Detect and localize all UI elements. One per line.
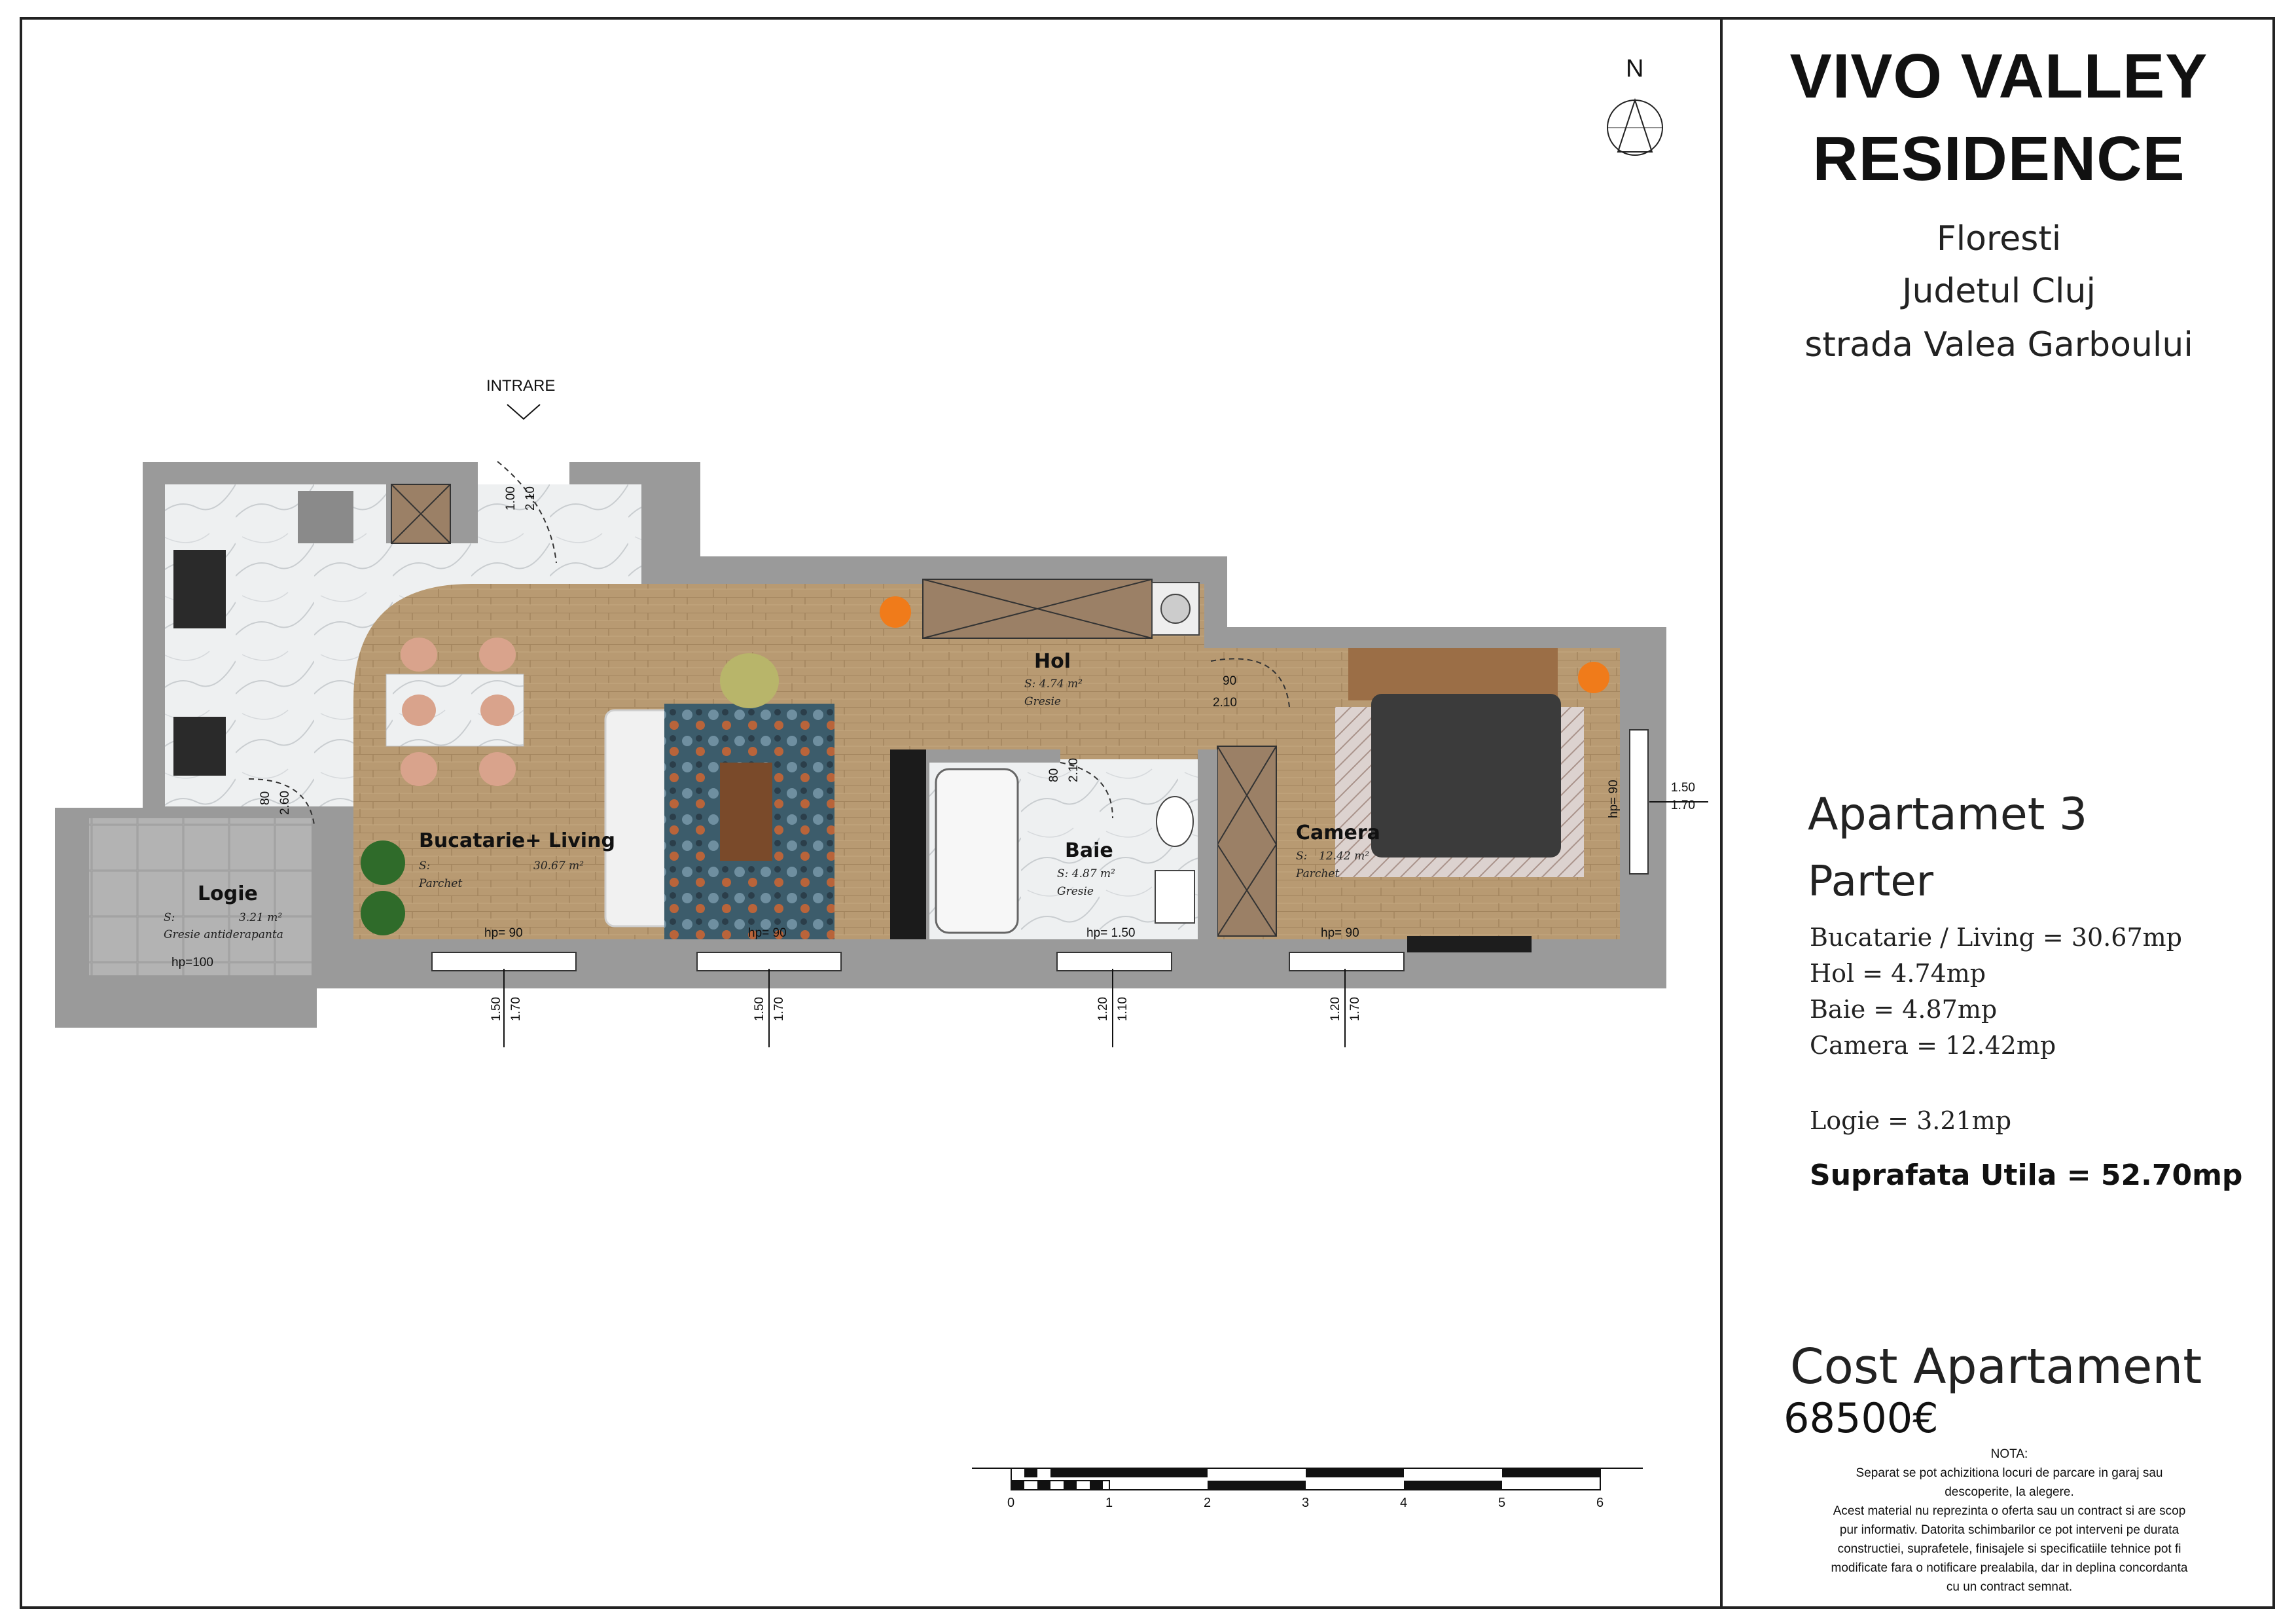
room-living-floor: Parchet (419, 877, 463, 890)
room-logie-s: S: (164, 911, 175, 924)
area-living: Bucatarie / Living = 30.67mp (1810, 923, 2182, 952)
scale-tick-4: 4 (1400, 1496, 1408, 1510)
nota-line-2: descoperite, la alegere. (1945, 1485, 2074, 1499)
room-camera-name: Camera (1296, 821, 1380, 844)
room-logie-name: Logie (198, 882, 258, 905)
apartment-name: Apartamet 3 (1808, 789, 2088, 840)
hp-label-2: hp= 90 (748, 926, 787, 940)
scale-tick-0: 0 (1007, 1496, 1015, 1510)
dim-win2-h: 1.70 (772, 997, 786, 1021)
scale-tick-2: 2 (1204, 1496, 1211, 1510)
dim-logie-w: 80 (259, 791, 272, 805)
area-camera: Camera = 12.42mp (1810, 1031, 2056, 1060)
entrance-label: INTRARE (486, 377, 556, 395)
dim-win1-w: 1.50 (490, 997, 503, 1021)
nota-line-6: modificate fara o notificare prealabila,… (1831, 1561, 2188, 1575)
room-camera-floor: Parchet (1296, 867, 1340, 880)
drawing-frame (20, 17, 2275, 1609)
dim-camera-w: 90 (1223, 674, 1237, 688)
nota-block: NOTA: Separat se pot achizitiona locuri … (1780, 1445, 2238, 1597)
room-logie-floor: Gresie antiderapanta (164, 928, 283, 941)
scale-tick-6: 6 (1596, 1496, 1604, 1510)
scale-tick-3: 3 (1302, 1496, 1310, 1510)
nota-heading: NOTA: (1990, 1447, 2028, 1461)
address-city: Floresti (1936, 219, 2062, 259)
nota-line-5: constructiei, suprafetele, finisajele si… (1837, 1542, 2181, 1556)
dim-win4-w: 1.20 (1329, 997, 1342, 1021)
area-total: Suprafata Utila = 52.70mp (1810, 1159, 2243, 1192)
dim-win3-h: 1.10 (1116, 997, 1130, 1021)
dim-camera-h: 2.10 (1213, 696, 1237, 710)
room-hol-floor: Gresie (1024, 695, 1061, 708)
dim-win-right-w: 1.50 (1671, 781, 1695, 795)
nota-line-7: cu un contract semnat. (1946, 1580, 2073, 1594)
title-block-divider (1720, 17, 1723, 1609)
address-county: Judetul Cluj (1902, 272, 2096, 311)
project-title-line2: RESIDENCE (1812, 124, 2185, 194)
hp-label-4: hp= 90 (1321, 926, 1359, 940)
dim-win-right-h: 1.70 (1671, 799, 1695, 812)
area-baie: Baie = 4.87mp (1810, 995, 1998, 1024)
floor-plan (55, 98, 1708, 1490)
nota-line-4: pur informativ. Datorita schimbarilor ce… (1839, 1523, 2179, 1537)
nota-line-1: Separat se pot achizitiona locuri de par… (1856, 1466, 2163, 1480)
project-title-line1: VIVO VALLEY (1789, 41, 2208, 111)
dim-baie-h: 2.10 (1067, 758, 1081, 782)
room-camera-area: 12.42 m² (1319, 850, 1370, 863)
room-hol-name: Hol (1034, 650, 1071, 673)
dim-win2-w: 1.50 (753, 997, 766, 1021)
cost-value: 68500€ (1784, 1394, 1939, 1442)
dim-logie-h: 2.60 (278, 791, 292, 815)
apartment-level: Parter (1808, 857, 1934, 906)
hp-label-1: hp= 90 (484, 926, 523, 940)
dim-entry-h: 2.10 (524, 486, 537, 511)
hp-label-5: hp= 90 (1607, 780, 1621, 818)
hp-label-3: hp= 1.50 (1086, 926, 1136, 940)
room-logie-area: 3.21 m² (239, 911, 283, 924)
dim-baie-w: 80 (1047, 768, 1061, 782)
room-baie-area: S: 4.87 m² (1057, 867, 1115, 880)
room-hol-area: S: 4.74 m² (1024, 677, 1083, 691)
address-street: strada Valea Garboului (1804, 325, 2193, 365)
nota-line-3: Acest material nu reprezinta o oferta sa… (1833, 1504, 2186, 1518)
scale-tick-1: 1 (1105, 1496, 1113, 1510)
scale-tick-5: 5 (1498, 1496, 1506, 1510)
dim-entry-w: 1.00 (504, 486, 518, 511)
dim-win1-h: 1.70 (509, 997, 523, 1021)
room-living-name: Bucatarie+ Living (419, 829, 615, 852)
cost-label: Cost Apartament (1790, 1339, 2202, 1395)
compass-label: N (1626, 55, 1644, 82)
dim-win3-w: 1.20 (1096, 997, 1110, 1021)
room-living-area: 30.67 m² (533, 859, 584, 873)
area-logie: Logie = 3.21mp (1810, 1106, 2012, 1135)
room-camera-s: S: (1296, 850, 1308, 863)
room-baie-name: Baie (1065, 839, 1113, 862)
room-baie-floor: Gresie (1057, 885, 1094, 898)
logie-hp: hp=100 (171, 956, 213, 969)
dim-win4-h: 1.70 (1348, 997, 1362, 1021)
area-hol: Hol = 4.74mp (1810, 959, 1986, 988)
room-living-s: S: (419, 859, 431, 873)
